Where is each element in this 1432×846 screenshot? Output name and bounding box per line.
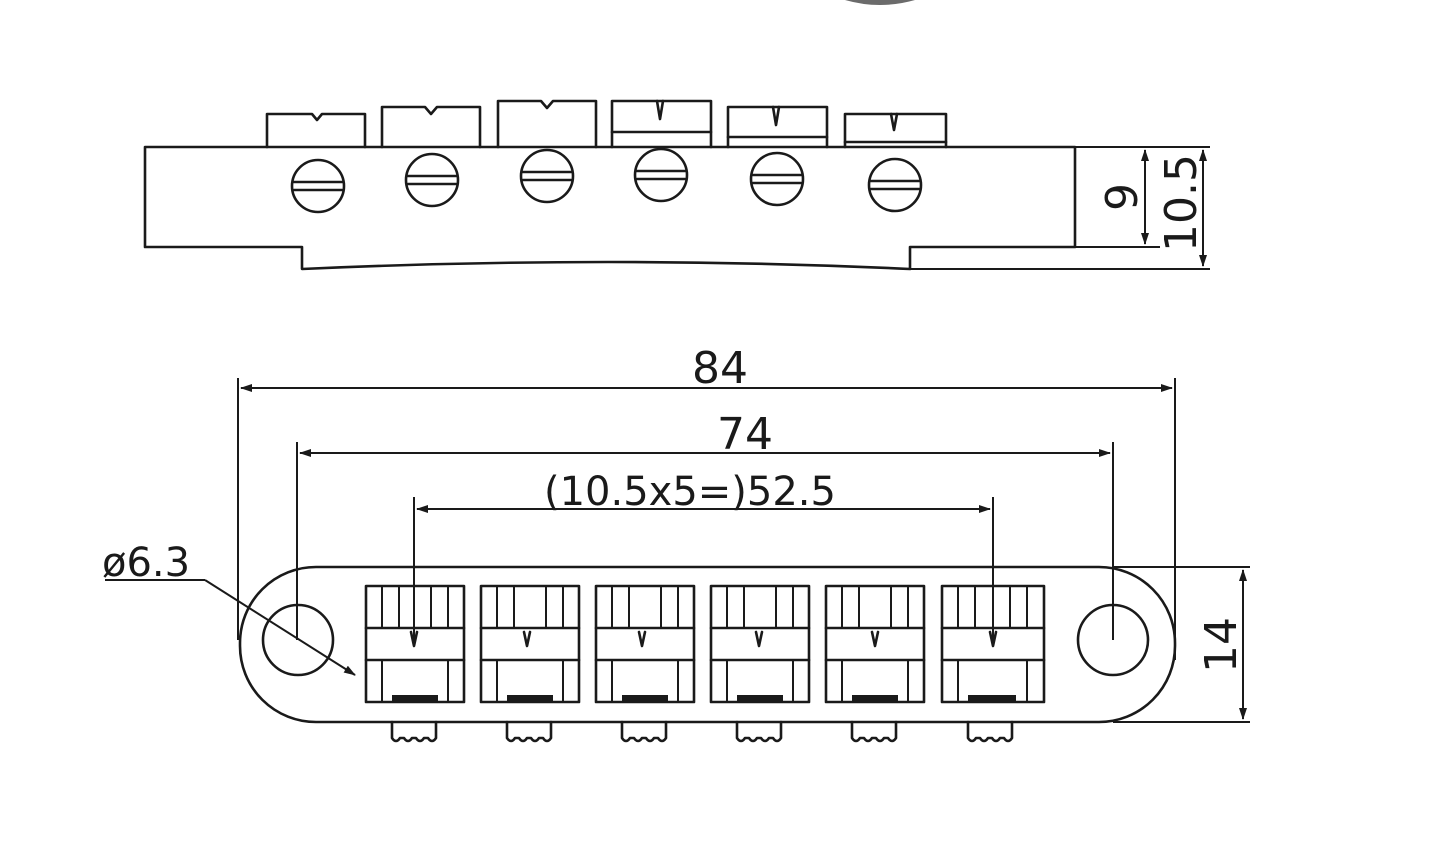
saddle (824, 584, 926, 743)
dim-label-hole-diameter: ø6.3 (102, 540, 190, 586)
saddle (364, 584, 466, 743)
mounting-hole-left (261, 603, 335, 677)
dim-label-84: 84 (692, 343, 748, 394)
dim-label-14: 14 (1196, 617, 1247, 673)
mounting-hole-right (1076, 603, 1150, 677)
screw-head-icon (867, 157, 923, 213)
side-saddles (265, 99, 948, 149)
saddle (479, 584, 581, 743)
dim-label-52-5: (10.5x5=)52.5 (544, 469, 836, 515)
diameter-leader (204, 579, 356, 676)
side-body-outline (143, 145, 1077, 271)
screw-head-icon (749, 151, 805, 207)
side-dimension-lines (910, 146, 1210, 270)
saddle (709, 584, 811, 743)
screw-head-icon (633, 147, 689, 203)
dim-label-10-5: 10.5 (1156, 154, 1207, 252)
cropped-object (845, 0, 915, 5)
dim-label-74: 74 (717, 409, 773, 460)
screw-head-icon (519, 148, 575, 204)
saddle (594, 584, 696, 743)
top-view: 84 74 (10.5x5=)52.5 ø6.3 14 (102, 343, 1250, 743)
top-body-outline (238, 565, 1177, 724)
screw-head-icon (404, 152, 460, 208)
intonation-screws (290, 147, 923, 214)
saddle (940, 584, 1046, 743)
dim-label-9: 9 (1097, 183, 1148, 211)
screw-head-icon (290, 158, 346, 214)
side-view: 9 10.5 (143, 99, 1210, 271)
top-saddles (364, 584, 1046, 743)
